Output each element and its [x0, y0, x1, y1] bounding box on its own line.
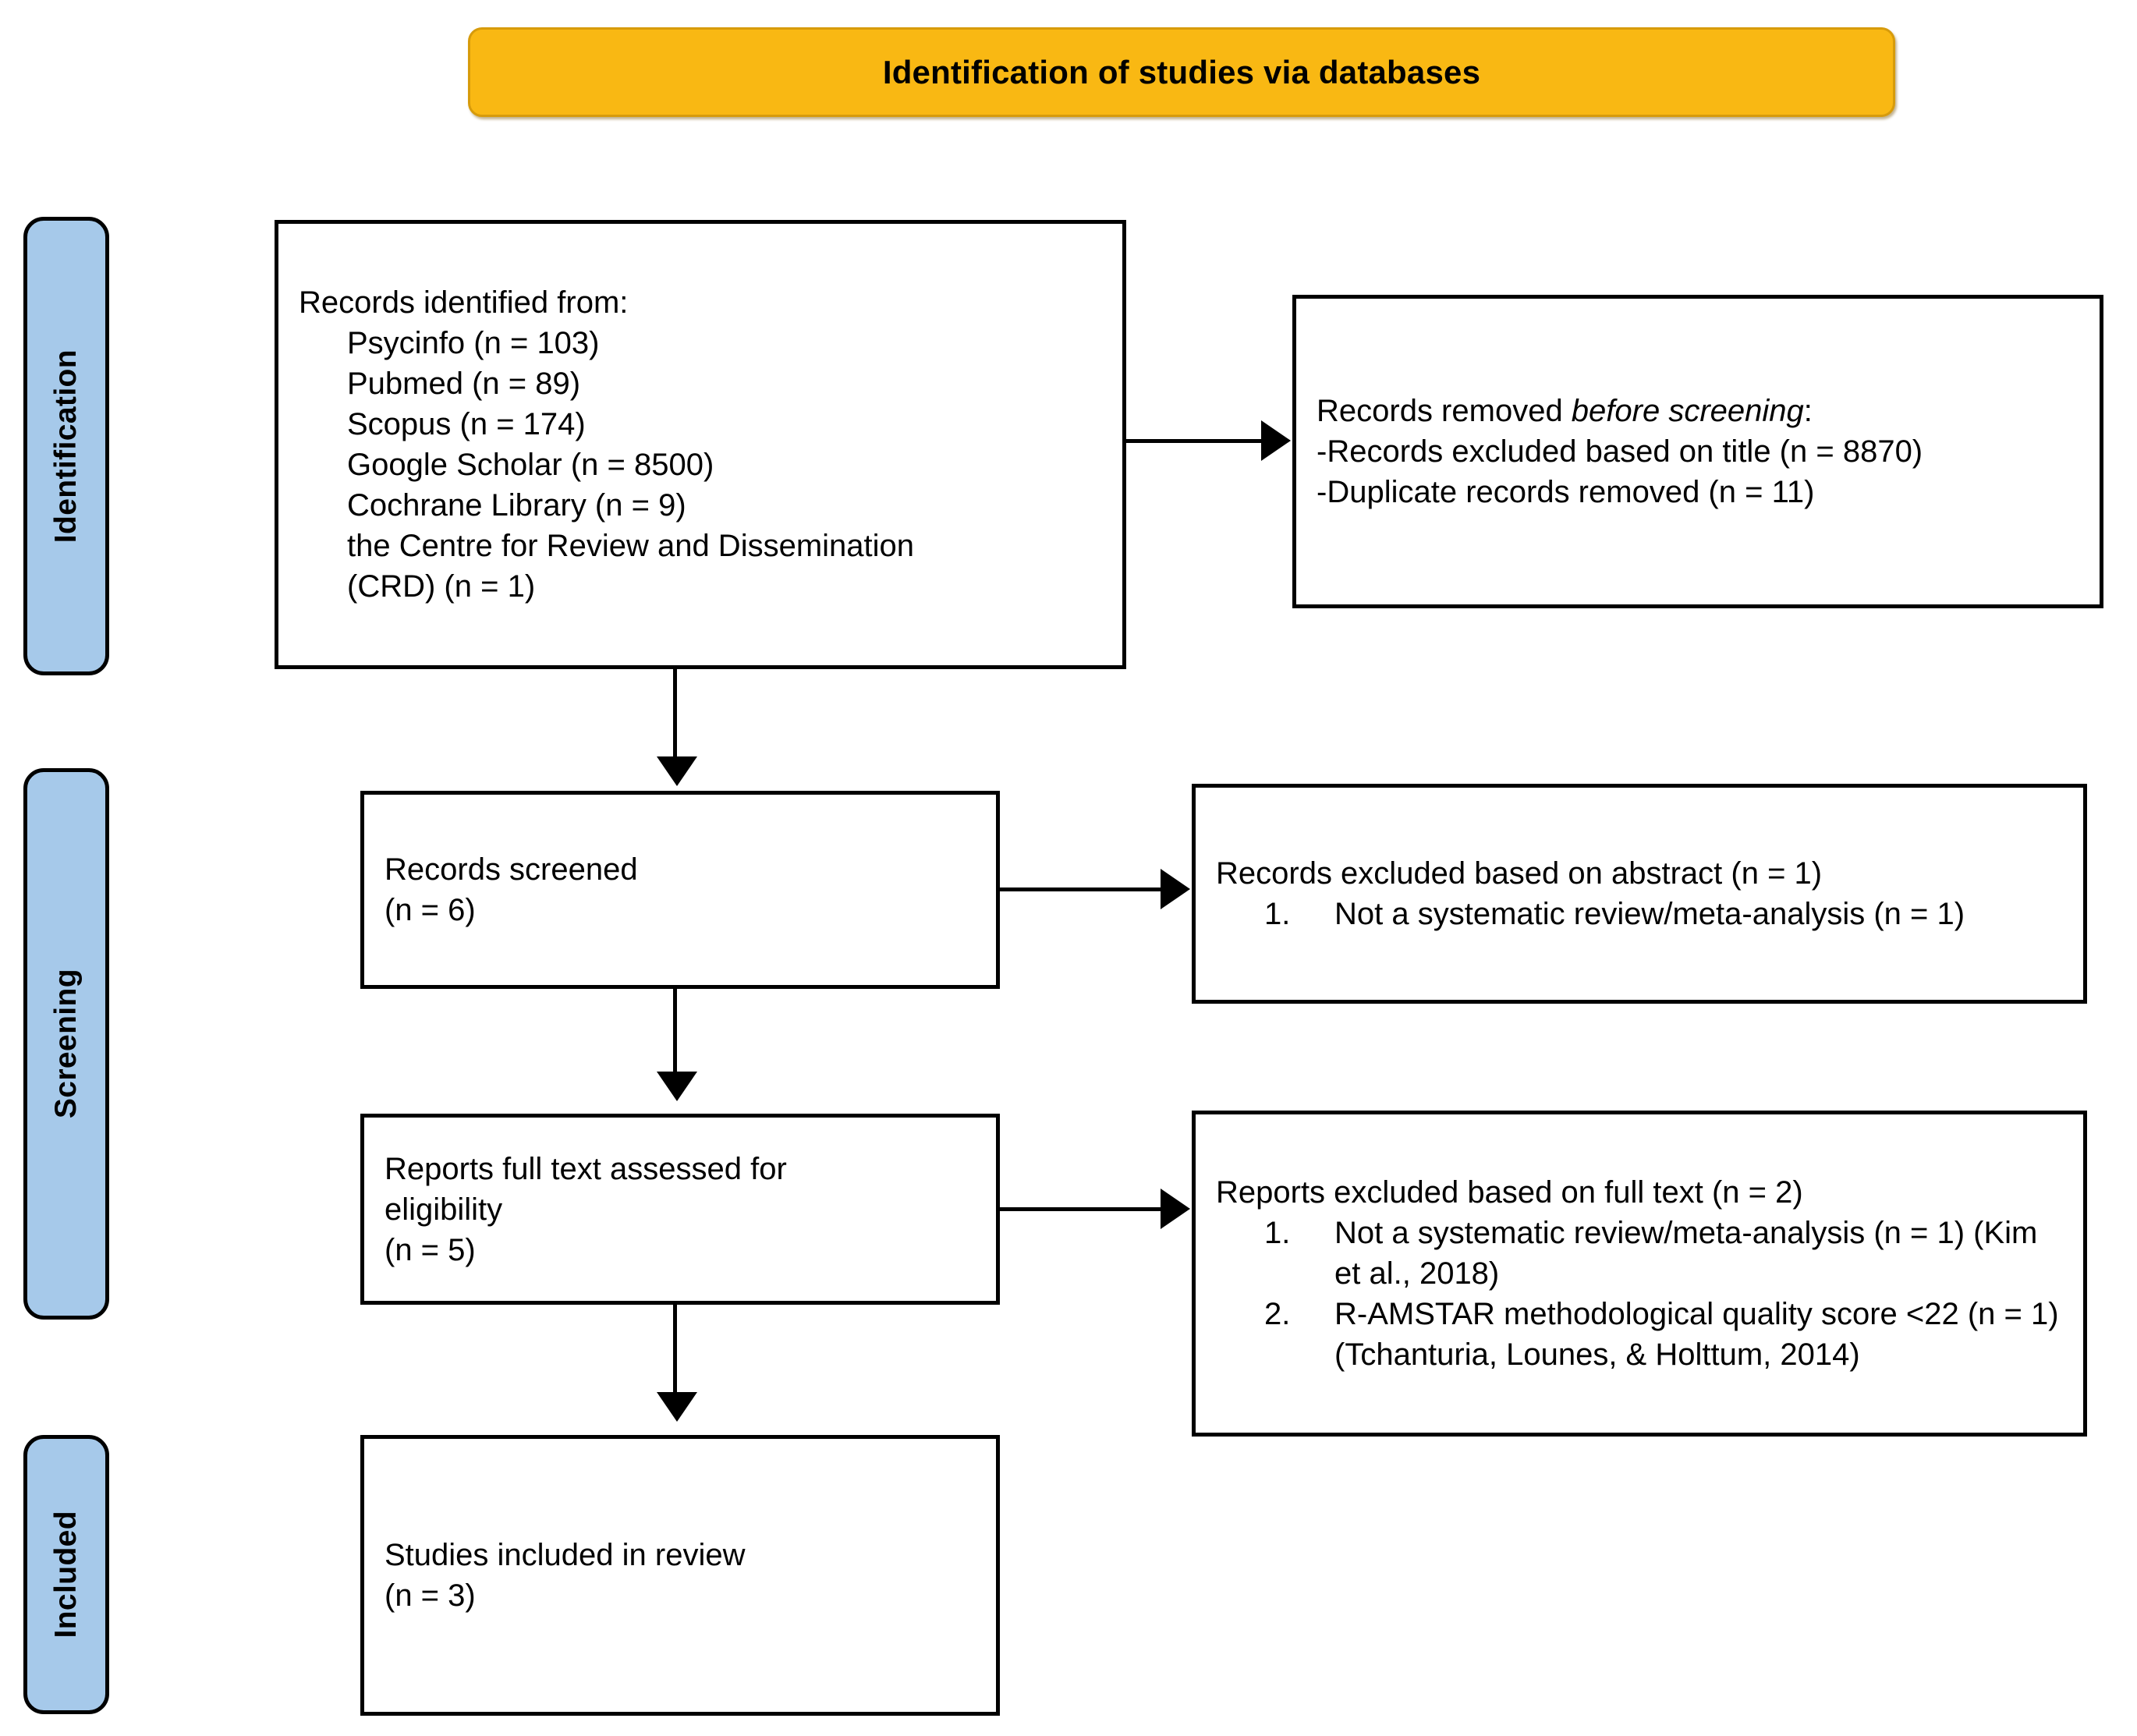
- list-item-text: Not a systematic review/meta-analysis (n…: [1334, 897, 1965, 931]
- list-item-text: Not a systematic review/meta-analysis (n…: [1334, 1216, 2038, 1291]
- arrow-right-icon: [1261, 420, 1291, 461]
- excluded-abstract-reason-list: 1. Not a systematic review/meta-analysis…: [1216, 894, 2063, 934]
- fulltext-count: (n = 5): [385, 1232, 476, 1267]
- records-screened-count: (n = 6): [385, 893, 476, 927]
- connector-identified-to-screened: [673, 669, 677, 761]
- arrow-down-icon: [657, 1072, 697, 1101]
- stage-tab-identification: Identification: [23, 217, 109, 675]
- box-studies-included: Studies included in review (n = 3): [360, 1435, 1000, 1716]
- list-item: 1. Not a systematic review/meta-analysis…: [1216, 894, 2063, 934]
- source-crd-line2: (CRD) (n = 1): [347, 569, 536, 604]
- box-records-excluded-abstract: Records excluded based on abstract (n = …: [1192, 784, 2087, 1004]
- connector-screened-to-excluded-abstract: [1000, 887, 1162, 891]
- studies-included-count: (n = 3): [385, 1578, 476, 1613]
- fulltext-label-line1: Reports full text assessed for: [385, 1151, 787, 1186]
- list-item: 1. Not a systematic review/meta-analysis…: [1216, 1213, 2063, 1294]
- source-scopus: Scopus (n = 174): [347, 407, 586, 441]
- source-pubmed: Pubmed (n = 89): [347, 367, 581, 401]
- records-excluded-title: -Records excluded based on title (n = 88…: [1317, 434, 1923, 469]
- connector-fulltext-to-included: [673, 1305, 677, 1397]
- arrow-down-icon: [657, 1392, 697, 1422]
- stage-tab-included-label: Included: [49, 1511, 83, 1639]
- excluded-abstract-heading: Records excluded based on abstract (n = …: [1216, 856, 1823, 891]
- source-cochrane-library: Cochrane Library (n = 9): [347, 488, 686, 523]
- list-item: 2. R-AMSTAR methodological quality score…: [1216, 1294, 2063, 1375]
- connector-identified-to-removed: [1126, 439, 1263, 443]
- banner-identification-via-databases: Identification of studies via databases: [468, 27, 1895, 117]
- list-item-marker: 1.: [1264, 1216, 1291, 1250]
- excluded-fulltext-reason-list: 1. Not a systematic review/meta-analysis…: [1216, 1213, 2063, 1375]
- stage-tab-included: Included: [23, 1435, 109, 1714]
- box-reports-excluded-fulltext: Reports excluded based on full text (n =…: [1192, 1111, 2087, 1437]
- excluded-fulltext-heading: Reports excluded based on full text (n =…: [1216, 1175, 1803, 1210]
- stage-tab-identification-label: Identification: [49, 349, 83, 544]
- banner-title: Identification of studies via databases: [882, 53, 1481, 90]
- box-records-screened: Records screened (n = 6): [360, 791, 1000, 989]
- arrow-right-icon: [1161, 869, 1190, 909]
- records-identified-heading: Records identified from:: [299, 285, 629, 320]
- records-screened-label: Records screened: [385, 852, 638, 887]
- records-removed-heading: Records removed before screening:: [1317, 391, 2079, 431]
- stage-tab-screening: Screening: [23, 768, 109, 1320]
- box-records-identified: Records identified from: Psycinfo (n = 1…: [275, 220, 1126, 669]
- arrow-down-icon: [657, 756, 697, 786]
- list-item-text: R-AMSTAR methodological quality score <2…: [1334, 1297, 2059, 1372]
- source-google-scholar: Google Scholar (n = 8500): [347, 448, 714, 482]
- duplicate-records-removed: -Duplicate records removed (n = 11): [1317, 475, 1815, 509]
- box-records-removed-before-screening: Records removed before screening: -Recor…: [1292, 295, 2103, 608]
- stage-tab-screening-label: Screening: [49, 969, 83, 1119]
- connector-fulltext-to-excluded-fulltext: [1000, 1207, 1162, 1211]
- records-removed-heading-prefix: Records removed: [1317, 394, 1572, 428]
- records-removed-heading-italic: before screening: [1571, 394, 1804, 428]
- source-psycinfo: Psycinfo (n = 103): [347, 326, 600, 360]
- fulltext-label-line2: eligibility: [385, 1192, 503, 1227]
- studies-included-label: Studies included in review: [385, 1538, 746, 1572]
- source-crd-line1: the Centre for Review and Dissemination: [347, 529, 915, 563]
- connector-screened-to-fulltext: [673, 989, 677, 1076]
- box-reports-fulltext-assessed: Reports full text assessed for eligibili…: [360, 1114, 1000, 1305]
- list-item-marker: 1.: [1264, 897, 1291, 931]
- arrow-right-icon: [1161, 1189, 1190, 1229]
- records-removed-heading-suffix: :: [1803, 394, 1813, 428]
- list-item-marker: 2.: [1264, 1297, 1291, 1331]
